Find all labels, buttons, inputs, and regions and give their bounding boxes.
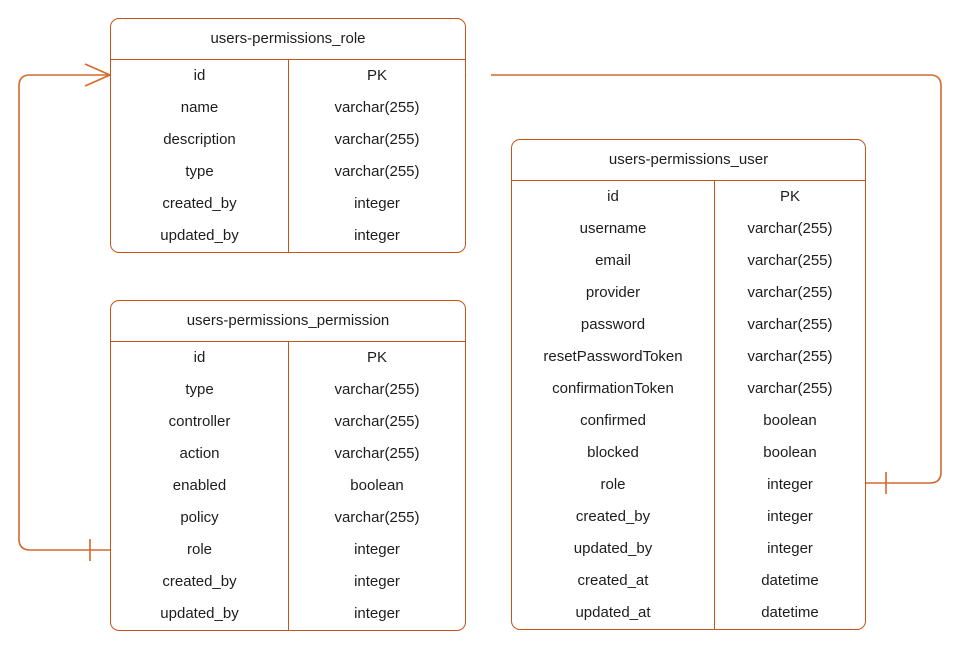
field-name: created_at [577,572,649,589]
field-name: created_by [575,508,651,525]
field-type-column-permission: PK varchar(255) varchar(255) varchar(255) bo… [289,342,465,630]
field-type: integer [354,195,400,212]
field-name: blocked [587,444,639,461]
field-name: updated_by [160,605,239,622]
field-type: integer [354,605,400,622]
field-name: role [186,541,212,558]
field-type: integer [354,227,400,244]
field-type: varchar(255) [334,381,420,398]
field-name: resetPasswordToken [543,348,683,365]
field-name: updated_by [160,227,239,244]
field-name-column-role: id name description type created_by updated_b… [111,60,289,252]
field-type: varchar(255) [334,413,420,430]
field-name: type [185,381,214,398]
field-type: integer [354,541,400,558]
field-name: updated_at [575,604,651,621]
field-name: email [595,252,631,269]
field-name: created_by [162,195,237,212]
field-name-column-permission: id type controller action enabled policy role c… [111,342,289,630]
field-type: varchar(255) [334,509,420,526]
field-type: PK [366,349,387,366]
field-name: id [193,349,206,366]
field-name: type [185,163,214,180]
entity-title-user: users-permissions_user [512,140,865,181]
field-type: integer [767,508,813,525]
field-type: varchar(255) [334,163,420,180]
field-type: varchar(255) [747,348,833,365]
field-name: confirmed [580,412,646,429]
entity-title-permission: users-permissions_permission [111,301,465,342]
field-name: enabled [172,477,227,494]
field-name: name [180,99,219,116]
field-type: boolean [763,412,817,429]
field-type: varchar(255) [747,316,833,333]
field-name: description [163,131,236,148]
field-type: varchar(255) [334,99,420,116]
field-type: varchar(255) [747,284,833,301]
field-type: boolean [350,477,404,494]
connector-line [18,74,110,551]
field-type: varchar(255) [747,380,833,397]
field-type: integer [767,540,813,557]
entity-body-user: id username email provider password resetPass… [512,181,865,629]
field-type: datetime [761,572,819,589]
field-name: action [179,445,220,462]
field-type: varchar(255) [747,252,833,269]
field-type: PK [366,67,387,84]
field-type-column-user: PK varchar(255) varchar(255) varchar(255) va… [715,181,865,629]
field-type: integer [767,476,813,493]
field-name-column-user: id username email provider password resetPass… [512,181,715,629]
field-name: id [607,188,619,205]
field-type-column-role: PK varchar(255) varchar(255) varchar(255) in… [289,60,465,252]
field-type: varchar(255) [334,445,420,462]
field-name: confirmationToken [552,380,674,397]
field-name: provider [585,284,641,301]
entity-body-role: id name description type created_by updated_b… [111,60,465,252]
field-type: datetime [761,604,819,621]
field-type: PK [779,188,800,205]
field-type: varchar(255) [747,220,833,237]
crowsfoot-many-marker [84,63,111,87]
field-name: password [580,316,646,333]
field-type: integer [354,573,400,590]
field-type: varchar(255) [334,131,420,148]
field-name: created_by [162,573,237,590]
entity-body-permission: id type controller action enabled policy role c… [111,342,465,630]
field-name: username [579,220,647,237]
field-name: role [600,476,626,493]
entity-title-role: users-permissions_role [111,19,465,60]
field-name: id [193,67,206,84]
field-type: boolean [763,444,817,461]
field-name: updated_by [573,540,653,557]
field-name: controller [168,413,231,430]
field-name: policy [180,509,219,526]
relationship-permission-role[interactable] [18,63,111,561]
